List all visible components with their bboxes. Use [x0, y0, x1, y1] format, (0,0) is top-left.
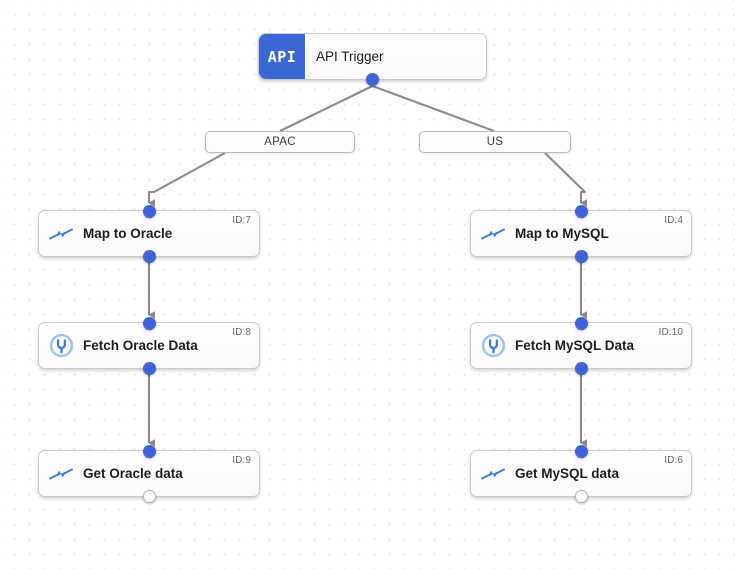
map-arrows-icon: [471, 225, 515, 243]
node-get-mysql-data[interactable]: Get MySQL data ID:6: [470, 444, 692, 503]
node-map-to-mysql[interactable]: Map to MySQL ID:4: [470, 204, 692, 263]
branch-label-us-text: US: [486, 136, 504, 148]
node-id-label: ID:7: [232, 215, 251, 226]
node-label: Get Oracle data: [83, 466, 183, 481]
node-label: Map to MySQL: [515, 226, 609, 241]
map-arrows-icon: [471, 465, 515, 483]
node-api-trigger[interactable]: API API Trigger: [258, 33, 487, 86]
branch-label-apac-text: APAC: [264, 136, 296, 148]
port-in[interactable]: [574, 204, 588, 218]
port-out[interactable]: [142, 249, 156, 263]
api-badge-text: API: [267, 47, 297, 66]
port-in[interactable]: [142, 444, 156, 458]
port-in[interactable]: [142, 316, 156, 330]
map-arrows-icon: [39, 465, 83, 483]
port-in[interactable]: [142, 204, 156, 218]
map-arrows-icon: [39, 225, 83, 243]
node-id-label: ID:10: [658, 327, 683, 338]
edge-us-to-map-mysql: [544, 152, 587, 207]
node-label: Fetch MySQL Data: [515, 338, 635, 353]
plug-connector-icon: [39, 333, 83, 358]
node-fetch-mysql-data[interactable]: Fetch MySQL Data ID:10: [470, 316, 692, 375]
api-trigger-label: API Trigger: [316, 49, 384, 64]
api-badge-icon: API: [259, 34, 305, 79]
port-out[interactable]: [574, 361, 588, 375]
port-in[interactable]: [574, 316, 588, 330]
port-in[interactable]: [574, 444, 588, 458]
edge-trigger-to-us: [372, 85, 495, 132]
node-map-to-oracle[interactable]: Map to Oracle ID:7: [38, 204, 260, 263]
branch-label-us[interactable]: US: [419, 131, 571, 153]
edge-trigger-to-apac: [279, 85, 373, 132]
node-id-label: ID:9: [232, 455, 251, 466]
node-id-label: ID:8: [232, 327, 251, 338]
branch-label-apac[interactable]: APAC: [205, 131, 355, 153]
edge-apac-to-map-oracle: [147, 152, 226, 207]
node-id-label: ID:6: [664, 455, 683, 466]
node-label: Map to Oracle: [83, 226, 173, 241]
node-id-label: ID:4: [664, 215, 683, 226]
plug-connector-icon: [471, 333, 515, 358]
port-out-open[interactable]: [142, 489, 156, 503]
port-out-open[interactable]: [574, 489, 588, 503]
node-label: Fetch Oracle Data: [83, 338, 198, 353]
port-out-api-trigger[interactable]: [366, 72, 379, 86]
node-label: Get MySQL data: [515, 466, 620, 481]
node-fetch-oracle-data[interactable]: Fetch Oracle Data ID:8: [38, 316, 260, 375]
port-out[interactable]: [142, 361, 156, 375]
node-get-oracle-data[interactable]: Get Oracle data ID:9: [38, 444, 260, 503]
port-out[interactable]: [574, 249, 588, 263]
